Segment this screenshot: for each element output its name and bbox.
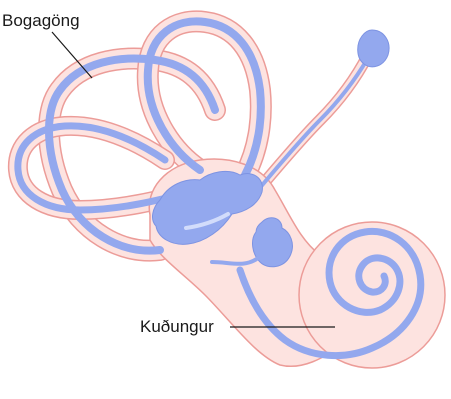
label-bogagong: Bogagöng [2, 11, 80, 30]
endolymphatic-sac [358, 30, 389, 67]
label-kudungur: Kuðungur [140, 317, 214, 336]
